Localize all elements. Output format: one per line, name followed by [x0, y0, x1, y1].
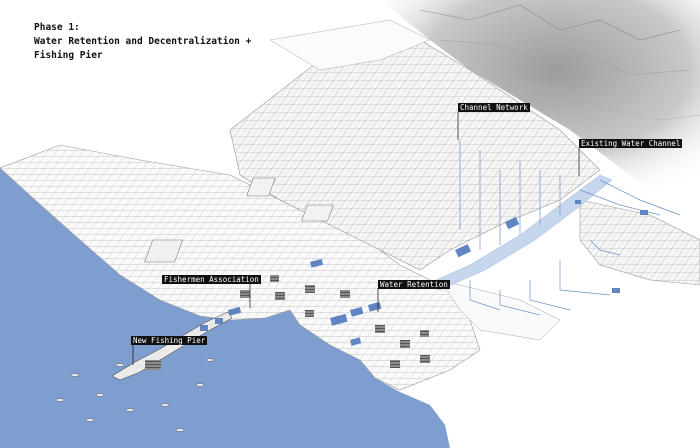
label-channel-network: Channel Network	[458, 103, 530, 112]
fishing-pier	[111, 311, 233, 381]
label-water-retention: Water Retention	[378, 280, 450, 289]
city-blocks	[0, 19, 700, 391]
boats	[55, 358, 215, 432]
water-retention-pools	[228, 200, 648, 346]
existing-water-channel	[424, 174, 613, 291]
mountain-terrain	[380, 0, 700, 200]
diagram-title-line-3: Fishing Pier	[34, 50, 103, 61]
diagram-title-line-2: Water Retention and Decentralization +	[34, 36, 252, 47]
building-clusters	[240, 275, 430, 368]
diagram-title-line-1: Phase 1:	[34, 22, 80, 33]
label-new-fishing-pier: New Fishing Pier	[131, 336, 208, 345]
sea	[0, 168, 450, 448]
label-existing-water-channel: Existing Water Channel	[579, 139, 683, 148]
leader-lines	[132, 112, 580, 365]
label-fishermen-association: Fishermen Association	[162, 275, 261, 284]
